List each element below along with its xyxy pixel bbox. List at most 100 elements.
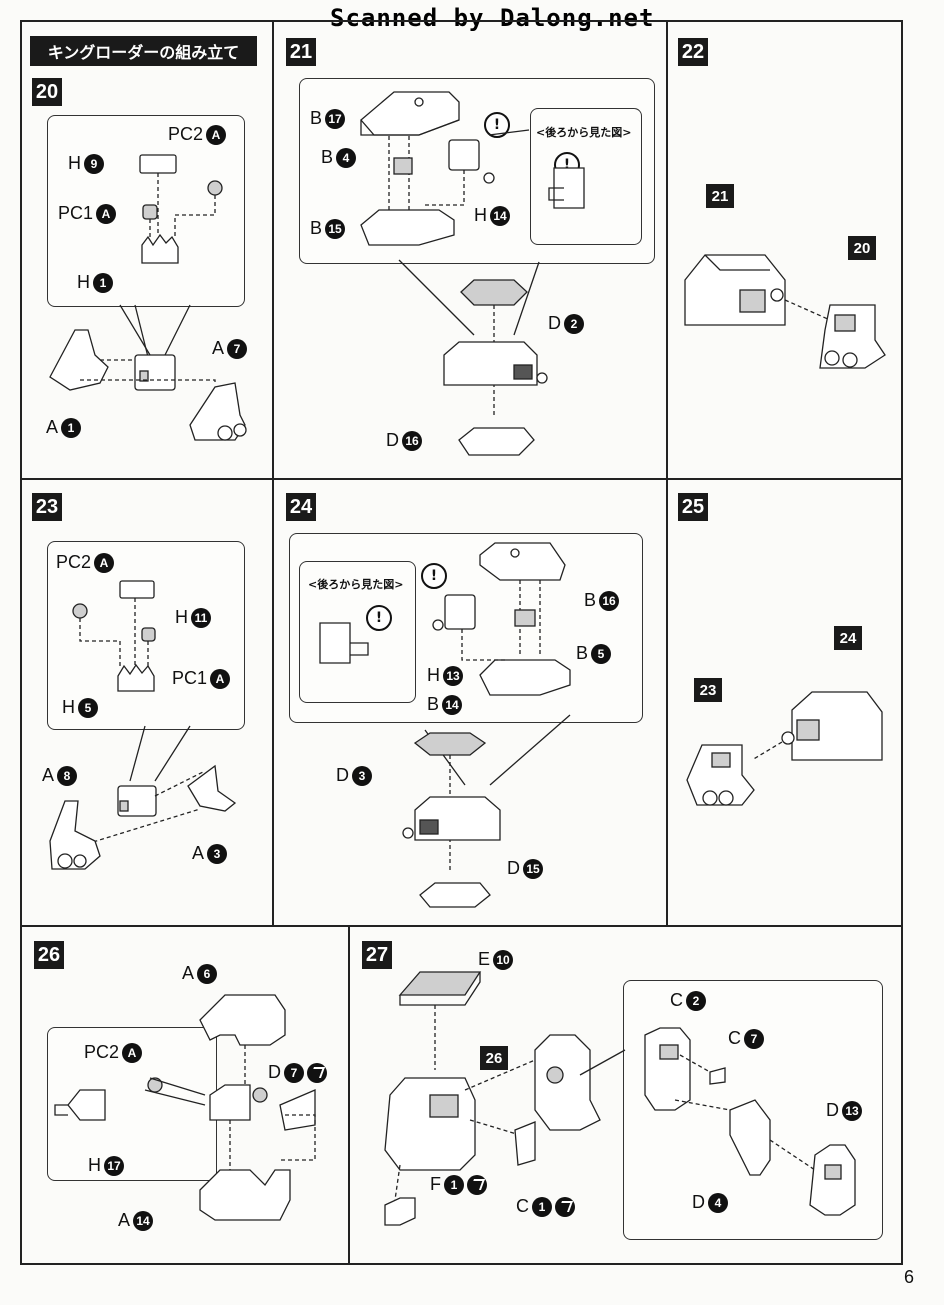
- part-code: C: [670, 990, 683, 1010]
- part-number: 5: [78, 697, 98, 718]
- part-code: B: [321, 147, 334, 167]
- part-code: D: [386, 430, 399, 450]
- assembly-illustration: [360, 91, 585, 456]
- reference-badge: 23: [694, 678, 722, 702]
- part-code: B: [310, 218, 323, 238]
- step-number: 22: [678, 38, 708, 66]
- step-number: 27: [362, 941, 392, 969]
- step-reference: 26: [480, 1046, 508, 1070]
- part-code: F: [430, 1174, 441, 1194]
- part-code: A: [46, 417, 59, 437]
- part-code: A: [192, 843, 205, 863]
- section-title: キングローダーの組み立て: [30, 36, 257, 66]
- part-number: 4: [708, 1192, 728, 1213]
- part-number: 1: [444, 1174, 464, 1195]
- part-number: 5: [591, 643, 612, 664]
- step-number: 21: [286, 38, 316, 66]
- part-number: 13: [842, 1100, 862, 1121]
- watermark: Scanned by Dalong.net: [330, 4, 655, 32]
- reference-badge: 24: [834, 626, 862, 650]
- part-code: D: [692, 1192, 705, 1212]
- part-number: 2: [564, 313, 584, 334]
- part-code: D: [548, 313, 561, 333]
- part-code: B: [576, 643, 589, 663]
- part-code: PC1: [172, 668, 208, 688]
- part-number: 1: [93, 272, 113, 293]
- step-reference: 24: [834, 626, 862, 650]
- part-code: PC2: [56, 552, 92, 572]
- part-code: H: [62, 697, 75, 717]
- assembly-illustration: [384, 971, 856, 1226]
- step-number: 20: [32, 78, 62, 106]
- part-number: 17: [325, 108, 346, 129]
- part-code: A: [118, 1210, 131, 1230]
- part-number: 16: [402, 430, 422, 451]
- part-code: B: [310, 108, 323, 128]
- part-code: A: [182, 963, 195, 983]
- part-number: 7: [744, 1028, 764, 1049]
- step-number: 24: [286, 493, 316, 521]
- cut-gate-icon: [467, 1174, 487, 1195]
- caution-icon: !: [421, 563, 447, 589]
- assembly-illustration: [54, 994, 316, 1221]
- divider: [272, 20, 274, 925]
- part-code: PC2: [84, 1042, 120, 1062]
- part-code: D: [826, 1100, 839, 1120]
- part-code: D: [336, 765, 349, 785]
- part-code: PC2: [168, 124, 204, 144]
- divider: [666, 20, 668, 925]
- part-number: 7: [284, 1062, 304, 1083]
- part-tag: A: [122, 1042, 143, 1063]
- part-number: 3: [207, 843, 228, 864]
- divider: [20, 925, 903, 927]
- part-number: 15: [523, 858, 543, 879]
- divider: [20, 478, 903, 480]
- part-number: 1: [61, 417, 82, 438]
- part-code: A: [42, 765, 55, 785]
- part-number: 15: [325, 218, 346, 239]
- back-view-box: [299, 561, 416, 703]
- part-code: H: [474, 205, 487, 225]
- part-code: B: [427, 694, 440, 714]
- back-view-box: [530, 108, 642, 245]
- part-number: 14: [490, 205, 510, 226]
- part-tag: A: [96, 203, 117, 224]
- step-reference: 21: [706, 184, 734, 208]
- caution-icon: !: [366, 605, 392, 631]
- part-code: D: [507, 858, 520, 878]
- step-number: 23: [32, 493, 62, 521]
- part-number: 17: [104, 1155, 124, 1176]
- part-code: H: [77, 272, 90, 292]
- part-code: H: [68, 153, 81, 173]
- cut-gate-icon: [555, 1196, 575, 1217]
- part-code: H: [427, 665, 440, 685]
- reference-badge: 26: [480, 1046, 508, 1070]
- step-reference: 23: [694, 678, 722, 702]
- part-code: PC1: [58, 203, 94, 223]
